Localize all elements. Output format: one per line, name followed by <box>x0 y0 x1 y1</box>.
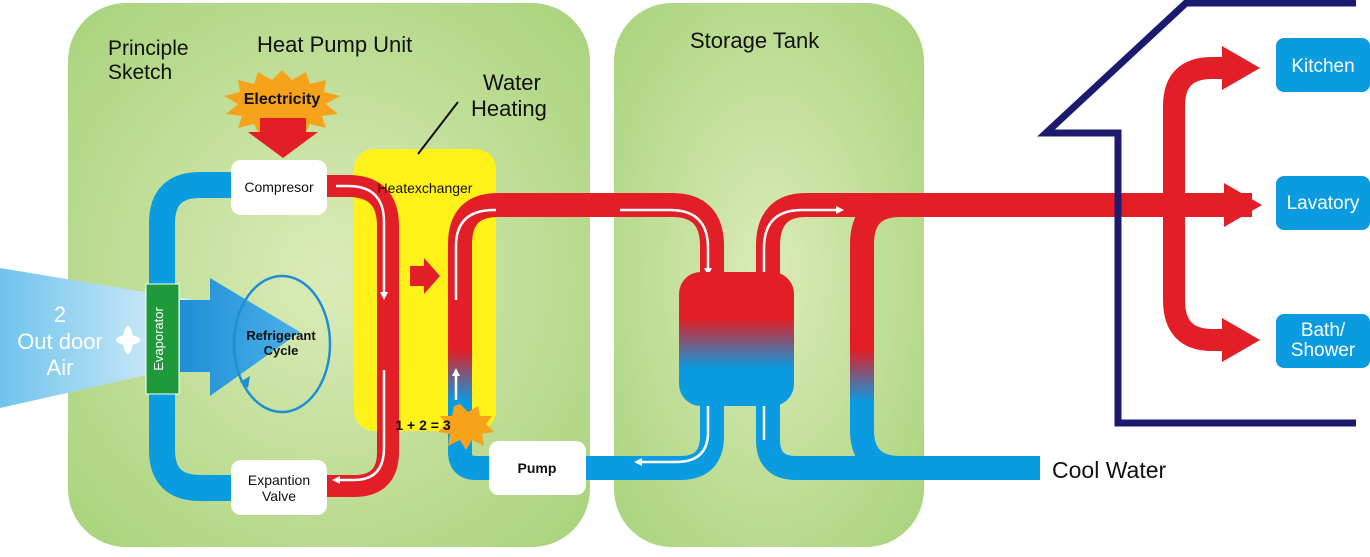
outdoor-label-1: 2 <box>54 302 66 327</box>
flow-arrow-hx-out <box>454 206 540 300</box>
cool-water-label: Cool Water <box>1052 457 1167 483</box>
lavatory-box[interactable] <box>1276 176 1370 230</box>
bath-branch-pipe <box>1163 205 1226 351</box>
water-heating-label-1: Water <box>483 70 541 95</box>
storage-tank-title: Storage Tank <box>690 28 820 53</box>
bath-shower-box[interactable] <box>1276 314 1370 368</box>
flow-arrow-to-tank <box>620 208 712 276</box>
bath-label-1: Bath/ <box>1301 320 1346 341</box>
cool-inlet-pipe <box>756 382 1040 480</box>
water-hx-pipe <box>448 193 499 480</box>
heat-transfer-arrow <box>410 258 440 294</box>
compresor-box <box>231 160 327 215</box>
electricity-label: Electricity <box>244 91 321 108</box>
return-pipe <box>586 380 724 480</box>
kitchen-label: Kitchen <box>1291 56 1354 77</box>
electricity-arrow <box>248 118 318 158</box>
evaporator <box>145 283 180 395</box>
evaporator-label: Evaporator <box>151 307 166 371</box>
storage-tank <box>679 272 794 406</box>
equation-label: 1 + 2 = 3 <box>395 417 450 433</box>
fan-icon <box>116 326 140 354</box>
refrigerant-label-2: Cycle <box>264 343 299 358</box>
lavatory-arrowhead <box>1224 183 1262 227</box>
kitchen-branch-pipe <box>1163 57 1226 205</box>
kitchen-arrowhead <box>1222 46 1260 90</box>
kitchen-box[interactable] <box>1276 38 1370 92</box>
water-heating-pointer <box>417 101 459 155</box>
heat-pump-title: Heat Pump Unit <box>257 32 412 57</box>
refrigerant-cycle-head <box>240 376 250 388</box>
compresor-label: Compresor <box>244 179 314 195</box>
hot-supply-pipe <box>496 193 724 278</box>
pump-label: Pump <box>518 460 557 476</box>
flow-arrow-return <box>634 392 710 466</box>
equation-starburst <box>438 404 494 450</box>
bath-label-2: Shower <box>1291 340 1356 361</box>
air-flow-arrow <box>180 278 300 396</box>
flow-arrow-down-1 <box>336 184 388 300</box>
pump-box[interactable] <box>489 441 586 495</box>
outdoor-label-2: Out door <box>17 329 103 354</box>
bath-arrowhead <box>1222 318 1260 362</box>
principle-label-2: Sketch <box>108 61 172 84</box>
principle-label-1: Principle <box>108 37 189 60</box>
house-outline <box>1037 0 1356 427</box>
expantion-label-2: Valve <box>262 488 296 504</box>
expantion-valve-box <box>231 460 327 515</box>
refrigerant-cycle-arrow <box>232 274 332 414</box>
flow-arrow-tank-out <box>762 206 844 274</box>
electricity-starburst <box>224 70 340 136</box>
lavatory-label: Lavatory <box>1287 193 1360 214</box>
flow-arrow-down-2 <box>332 370 386 484</box>
expantion-label-1: Expantion <box>248 472 310 488</box>
outdoor-label-3: Air <box>47 355 74 380</box>
refrigerant-label-1: Refrigerant <box>246 328 316 343</box>
water-heating-label-2: Heating <box>471 96 547 121</box>
heatexchanger-label: Heatexchanger <box>378 180 473 196</box>
